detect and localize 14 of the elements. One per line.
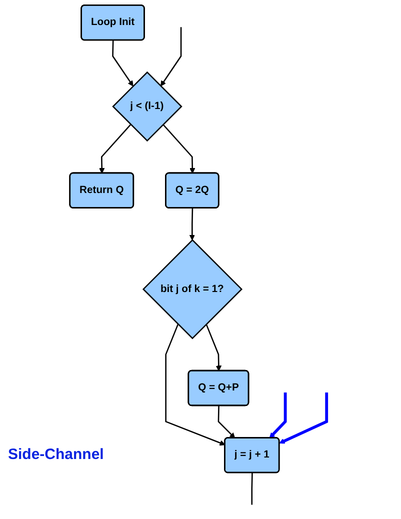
arrow xyxy=(218,406,236,438)
arrow xyxy=(206,324,222,372)
arrow xyxy=(160,27,182,86)
arrow xyxy=(165,324,226,446)
arrow xyxy=(112,40,134,86)
arrow xyxy=(162,124,196,174)
node-diamond: bit j of k = 1? xyxy=(142,239,242,340)
arrow xyxy=(99,124,132,174)
connector xyxy=(251,472,253,505)
arrow xyxy=(269,392,287,438)
side-channel-label: Side-Channel xyxy=(8,446,104,463)
arrow xyxy=(189,208,195,240)
node-diamond: j < (l-1) xyxy=(112,71,182,142)
arrow xyxy=(279,392,328,444)
